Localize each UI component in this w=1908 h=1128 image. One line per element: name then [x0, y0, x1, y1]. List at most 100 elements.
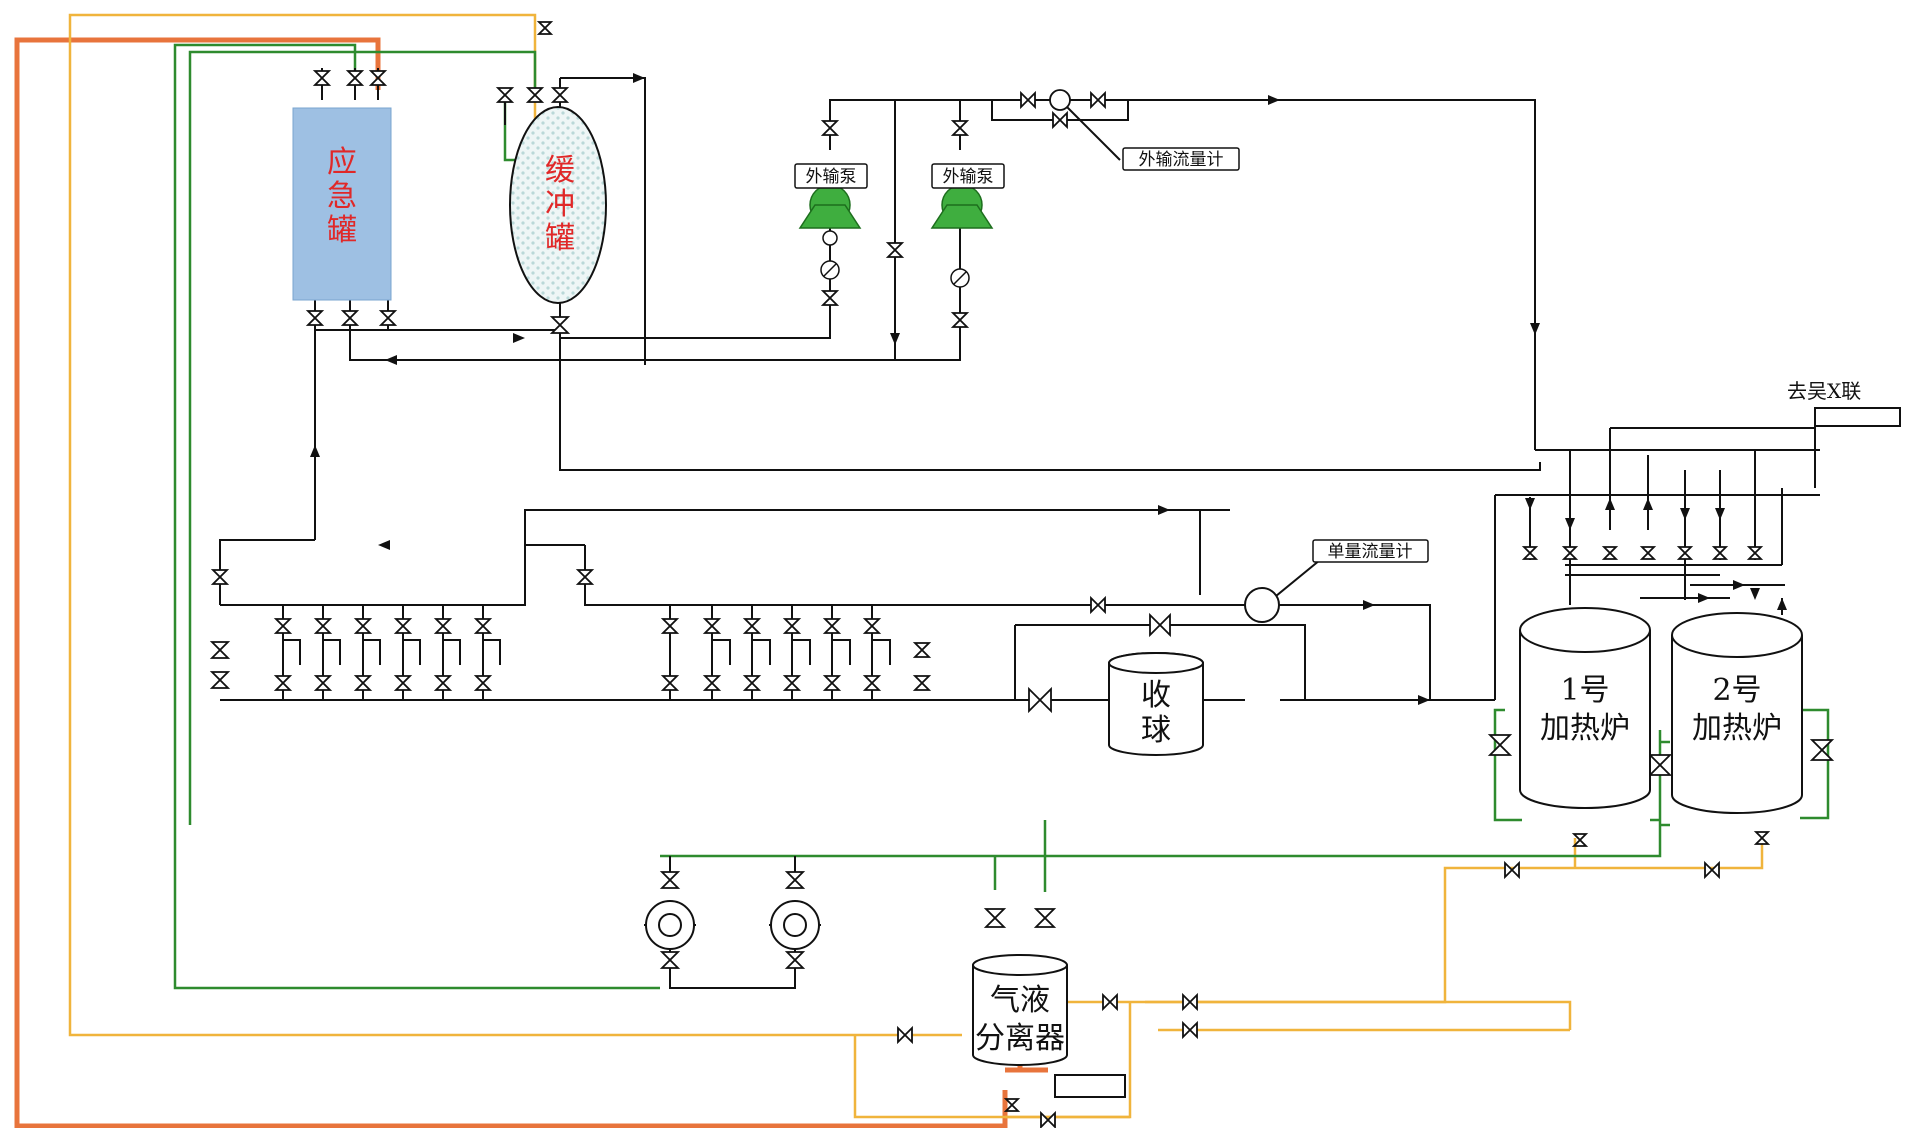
gate-valve[interactable] [353, 618, 373, 634]
gate-valve[interactable] [1102, 992, 1118, 1012]
gate-valve[interactable] [525, 87, 545, 103]
heater-1-label-2: 加热炉 [1540, 711, 1630, 746]
gate-valve[interactable] [742, 618, 762, 634]
gate-valve[interactable] [305, 310, 325, 326]
heater-1-label-1: 1号 [1560, 673, 1609, 708]
gate-valve[interactable] [1090, 595, 1106, 615]
buffer-tank[interactable]: 缓 冲 罐 [509, 106, 607, 304]
gate-valve[interactable] [1033, 908, 1057, 928]
to-station[interactable]: 去吴X联 [1787, 379, 1901, 427]
gate-valve[interactable] [983, 908, 1007, 928]
gate-valve[interactable] [1090, 90, 1106, 110]
gate-valve[interactable] [433, 675, 453, 691]
gate-valve[interactable] [313, 618, 333, 634]
separator-label-2: 分离器 [975, 1021, 1065, 1056]
gate-valve[interactable] [1487, 734, 1513, 756]
export-pump-1[interactable]: 外输泵 [794, 163, 868, 280]
gate-valve[interactable] [822, 675, 842, 691]
heater-2-label-2: 加热炉 [1692, 711, 1782, 746]
export-pump-2[interactable]: 外输泵 [930, 163, 1005, 288]
heater-1[interactable]: 1号 加热炉 [1519, 607, 1651, 809]
gate-valve[interactable] [273, 675, 293, 691]
gate-valve[interactable] [378, 310, 398, 326]
gate-valve[interactable] [912, 675, 932, 691]
gate-valve[interactable] [393, 618, 413, 634]
gate-valve[interactable] [549, 316, 571, 334]
gate-valve[interactable] [273, 618, 293, 634]
pump-1-check-valve[interactable] [822, 230, 838, 246]
gate-valve[interactable] [495, 87, 515, 103]
gate-valve[interactable] [862, 675, 882, 691]
gate-valve[interactable] [1182, 992, 1198, 1012]
gas-liquid-separator[interactable]: 气液 分离器 [972, 954, 1068, 1066]
gate-valve[interactable] [885, 242, 905, 258]
gate-valve[interactable] [1676, 546, 1694, 560]
water-pump-1[interactable] [644, 900, 696, 950]
gate-valve[interactable] [393, 675, 413, 691]
gate-valve[interactable] [536, 21, 554, 35]
gate-valve[interactable] [702, 618, 722, 634]
gate-valve[interactable] [1052, 110, 1068, 130]
gate-valve[interactable] [1149, 612, 1171, 638]
water-pump-2[interactable] [769, 900, 821, 950]
gate-valve[interactable] [820, 290, 840, 306]
emergency-tank[interactable]: 应 急 罐 [292, 107, 392, 301]
single-flowmeter[interactable]: 单量流量计 [1244, 539, 1429, 623]
gate-valve[interactable] [1746, 546, 1764, 560]
gate-valve[interactable] [209, 641, 231, 659]
gate-valve[interactable] [784, 871, 806, 889]
export-pump-1-label: 外输泵 [806, 167, 857, 187]
gate-valve[interactable] [822, 618, 842, 634]
gate-valve[interactable] [1003, 1098, 1021, 1112]
gate-valve[interactable] [950, 312, 970, 328]
heater-2[interactable]: 2号 加热炉 [1671, 612, 1803, 814]
gate-valve[interactable] [820, 120, 840, 136]
gate-valve[interactable] [1020, 90, 1036, 110]
gate-valve[interactable] [210, 569, 230, 585]
gate-valve[interactable] [1561, 546, 1579, 560]
gate-valve[interactable] [1601, 546, 1619, 560]
gate-valve[interactable] [1647, 754, 1673, 776]
gate-valve[interactable] [659, 871, 681, 889]
gate-valve[interactable] [742, 675, 762, 691]
export-flowmeter[interactable]: 外输流量计 [1049, 89, 1240, 171]
gate-valve[interactable] [473, 675, 493, 691]
gate-valve[interactable] [345, 70, 365, 86]
gate-valve[interactable] [660, 618, 680, 634]
gate-valve[interactable] [950, 120, 970, 136]
gate-valve[interactable] [1809, 739, 1835, 761]
gate-valve[interactable] [897, 1025, 913, 1045]
gate-valve[interactable] [1028, 686, 1052, 714]
gate-valve[interactable] [353, 675, 373, 691]
gate-valve[interactable] [1639, 546, 1657, 560]
gate-valve[interactable] [1504, 860, 1520, 880]
pig-receiver-label-1: 收 [1141, 678, 1171, 713]
gate-valve[interactable] [368, 70, 388, 86]
gate-valve[interactable] [575, 569, 595, 585]
gate-valve[interactable] [1571, 833, 1589, 847]
gate-valve[interactable] [1711, 546, 1729, 560]
gate-valve[interactable] [659, 951, 681, 969]
gate-valve[interactable] [912, 642, 932, 658]
buffer-tank-label-1: 缓 [545, 153, 575, 188]
gate-valve[interactable] [660, 675, 680, 691]
gate-valve[interactable] [473, 618, 493, 634]
gate-valve[interactable] [312, 70, 332, 86]
gate-valve[interactable] [1521, 546, 1539, 560]
gate-valve[interactable] [784, 951, 806, 969]
export-flowmeter-label: 外输流量计 [1139, 150, 1224, 170]
pig-receiver[interactable]: 收 球 [1108, 652, 1204, 756]
gate-valve[interactable] [1704, 860, 1720, 880]
gate-valve[interactable] [433, 618, 453, 634]
gate-valve[interactable] [550, 87, 570, 103]
gate-valve[interactable] [1182, 1020, 1198, 1040]
gate-valve[interactable] [340, 310, 360, 326]
gate-valve[interactable] [1040, 1110, 1056, 1128]
gate-valve[interactable] [209, 671, 231, 689]
gate-valve[interactable] [862, 618, 882, 634]
gate-valve[interactable] [782, 675, 802, 691]
gate-valve[interactable] [702, 675, 722, 691]
gate-valve[interactable] [313, 675, 333, 691]
gate-valve[interactable] [782, 618, 802, 634]
gate-valve[interactable] [1753, 831, 1771, 845]
